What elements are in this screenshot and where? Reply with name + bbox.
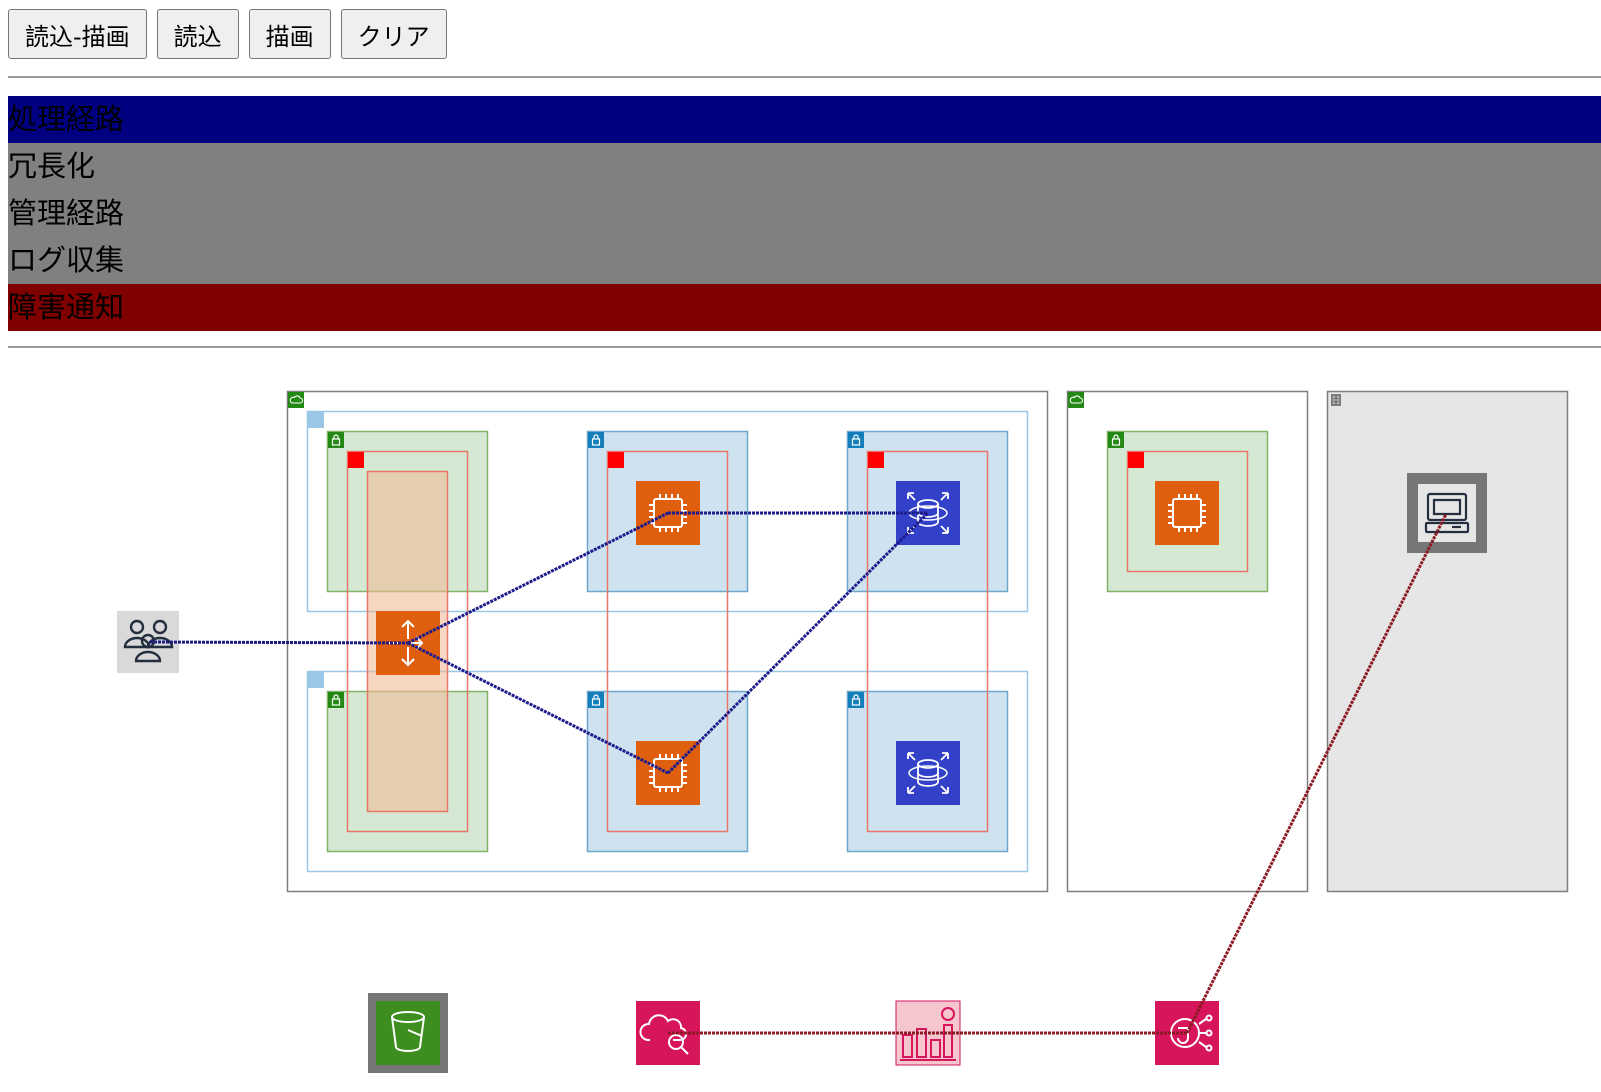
- rds-database-icon[interactable]: [896, 741, 960, 805]
- security-group-icon: [608, 452, 624, 468]
- route-edge-elb-ec2-bottom: [407, 641, 669, 775]
- lock-icon: [327, 691, 345, 709]
- route-edge-elb-ec2-top: [407, 511, 669, 645]
- route-label: 管理経路: [8, 196, 125, 230]
- load-button[interactable]: 読込: [156, 9, 239, 59]
- security-group-icon: [1128, 452, 1144, 468]
- route-label: 処理経路: [8, 102, 125, 136]
- lock-icon: [587, 691, 605, 709]
- s3-bucket-icon[interactable]: [368, 993, 448, 1073]
- ec2-instance-icon[interactable]: [1155, 481, 1219, 545]
- route-item-management[interactable]: 管理経路: [8, 190, 1601, 237]
- route-item-failure-notification[interactable]: 障害通知: [8, 284, 1601, 331]
- route-label: 冗長化: [8, 149, 96, 183]
- lock-icon: [327, 431, 345, 449]
- security-group-icon: [348, 452, 364, 468]
- route-label: ログ収集: [8, 243, 125, 277]
- draw-button[interactable]: 描画: [248, 9, 331, 59]
- route-item-redundancy[interactable]: 冗長化: [8, 143, 1601, 190]
- security-group: [1126, 450, 1249, 573]
- security-group-icon: [868, 452, 884, 468]
- lock-icon: [587, 431, 605, 449]
- route-label: 障害通知: [8, 290, 125, 324]
- az-marker-icon: [308, 412, 324, 428]
- route-edges: [149, 511, 1448, 1035]
- az-marker-icon: [308, 672, 324, 688]
- divider: [8, 76, 1601, 78]
- route-edge-users-elb: [149, 640, 409, 645]
- route-edge-ec2-bottom-rds-top: [666, 511, 930, 775]
- route-item-log-collection[interactable]: ログ収集: [8, 237, 1601, 284]
- availability-zone-group: [306, 410, 1029, 873]
- lock-icon: [847, 431, 865, 449]
- divider: [8, 346, 1601, 348]
- cloud-icon: [287, 391, 305, 409]
- lock-icon: [1107, 431, 1125, 449]
- corporate-datacenter-group: [1326, 390, 1569, 893]
- route-item-processing[interactable]: 処理経路: [8, 96, 1601, 143]
- security-group: [606, 450, 729, 833]
- route-list: 処理経路 冗長化 管理経路 ログ収集 障害通知: [8, 96, 1601, 331]
- route-edge-sns-client: [1185, 513, 1448, 1034]
- load-draw-button[interactable]: 読込-描画: [8, 9, 147, 59]
- cloud-icon: [1067, 391, 1085, 409]
- toolbar: 読込-描画 読込 描画 クリア: [8, 9, 447, 61]
- clear-button[interactable]: クリア: [340, 9, 447, 59]
- security-group: [866, 450, 989, 833]
- users-icon[interactable]: [117, 611, 179, 673]
- client-computer-icon[interactable]: [1407, 473, 1487, 553]
- building-icon: [1331, 394, 1341, 406]
- lock-icon: [847, 691, 865, 709]
